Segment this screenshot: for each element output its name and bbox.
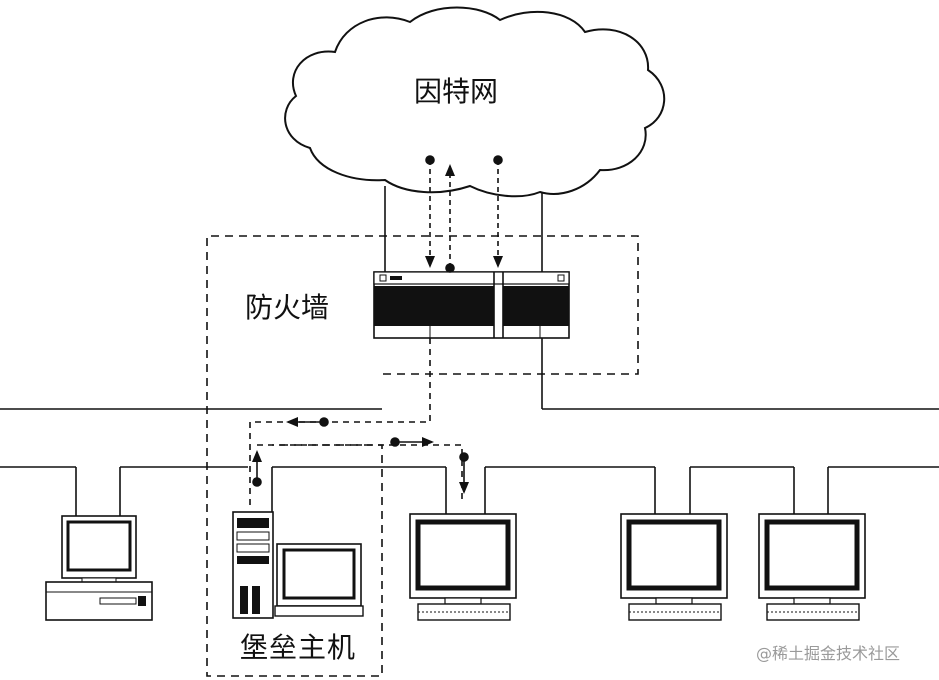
watermark: @稀土掘金技术社区 xyxy=(756,644,901,663)
workstation-1 xyxy=(45,515,153,621)
internet-cloud xyxy=(284,6,666,198)
bastion-host xyxy=(232,511,364,619)
network-cables xyxy=(0,186,939,550)
workstation-3 xyxy=(620,513,728,621)
firewall-zone-boundary xyxy=(206,235,639,677)
internet-label: 因特网 xyxy=(414,75,499,108)
firewall-device xyxy=(373,271,570,339)
traffic-arrows-internet xyxy=(425,155,503,273)
workstation-4 xyxy=(758,513,866,621)
bastion-host-label: 堡垒主机 xyxy=(240,631,357,664)
traffic-arrows-lan xyxy=(249,338,469,505)
workstation-2 xyxy=(409,513,517,621)
firewall-label: 防火墙 xyxy=(245,291,330,324)
